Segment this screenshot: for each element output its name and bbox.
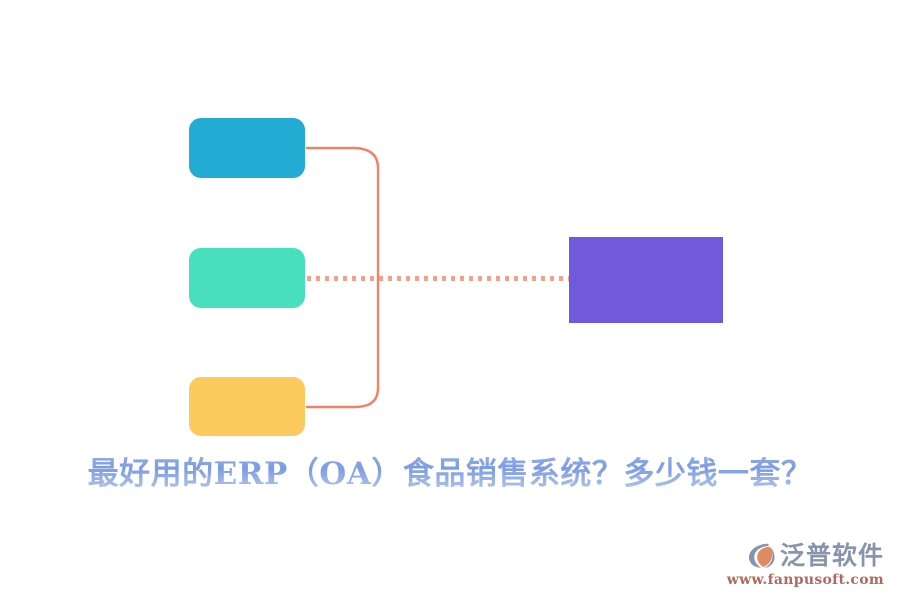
logo-row: 泛普软件 (746, 540, 884, 570)
node-yellow[interactable] (189, 377, 305, 436)
connector-yellow-to-spine (305, 386, 380, 409)
page-title: 最好用的ERP（OA）食品销售系统？多少钱一套？ (0, 448, 900, 493)
node-green[interactable] (189, 248, 305, 308)
diagram-canvas (189, 118, 723, 436)
fanpu-logo-icon (748, 543, 775, 568)
watermark: 泛普软件 www.fanpusoft.com (726, 540, 884, 589)
connector-layer (305, 146, 569, 409)
connector-blue-to-spine (305, 146, 380, 170)
node-blue[interactable] (189, 118, 305, 178)
brand-url: www.fanpusoft.com (726, 572, 884, 588)
node-purple[interactable] (569, 237, 723, 323)
brand-name: 泛普软件 (779, 540, 884, 570)
